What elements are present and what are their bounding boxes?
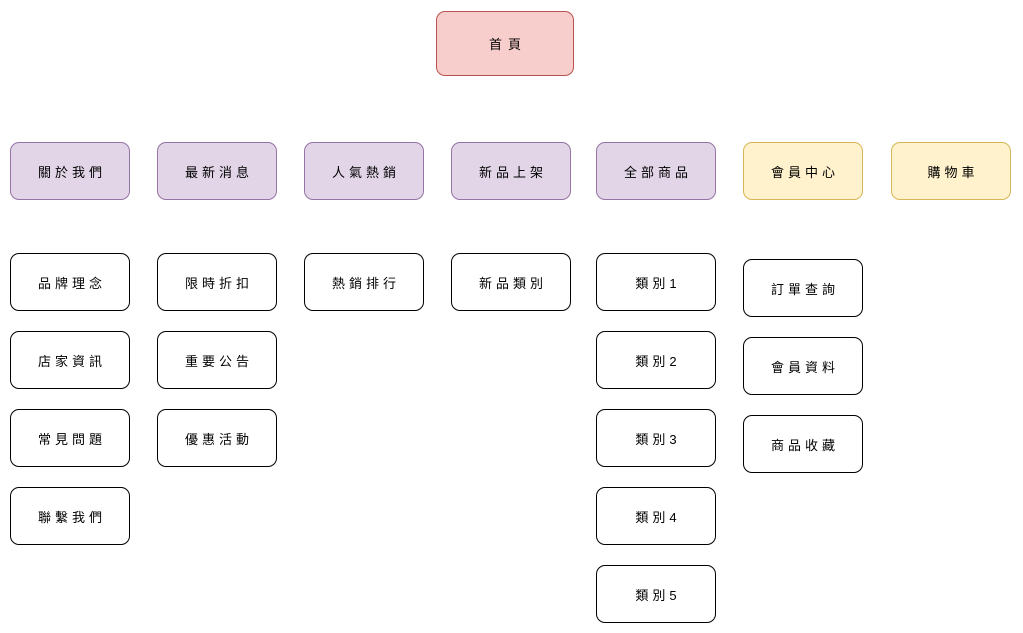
node-latest-news[interactable]: 最新消息 (157, 142, 277, 200)
node-faq[interactable]: 常見問題 (10, 409, 130, 467)
node-category-2[interactable]: 類別2 (596, 331, 716, 389)
node-category-5[interactable]: 類別5 (596, 565, 716, 623)
node-member-center[interactable]: 會員中心 (743, 142, 863, 200)
node-about-us[interactable]: 關於我們 (10, 142, 130, 200)
node-important-announcements[interactable]: 重要公告 (157, 331, 277, 389)
node-all-products[interactable]: 全部商品 (596, 142, 716, 200)
node-category-3[interactable]: 類別3 (596, 409, 716, 467)
node-bestseller-ranking[interactable]: 熱銷排行 (304, 253, 424, 311)
node-product-favorites[interactable]: 商品收藏 (743, 415, 863, 473)
node-new-arrivals[interactable]: 新品上架 (451, 142, 571, 200)
node-category-4[interactable]: 類別4 (596, 487, 716, 545)
node-order-inquiry[interactable]: 訂單查詢 (743, 259, 863, 317)
node-brand-philosophy[interactable]: 品牌理念 (10, 253, 130, 311)
node-promotions[interactable]: 優惠活動 (157, 409, 277, 467)
node-category-1[interactable]: 類別1 (596, 253, 716, 311)
node-shopping-cart[interactable]: 購物車 (891, 142, 1011, 200)
node-limited-time-discount[interactable]: 限時折扣 (157, 253, 277, 311)
node-member-profile[interactable]: 會員資料 (743, 337, 863, 395)
node-contact-us[interactable]: 聯繫我們 (10, 487, 130, 545)
node-new-product-categories[interactable]: 新品類別 (451, 253, 571, 311)
node-store-info[interactable]: 店家資訊 (10, 331, 130, 389)
node-home[interactable]: 首頁 (436, 11, 574, 76)
node-popular-bestsellers[interactable]: 人氣熱銷 (304, 142, 424, 200)
